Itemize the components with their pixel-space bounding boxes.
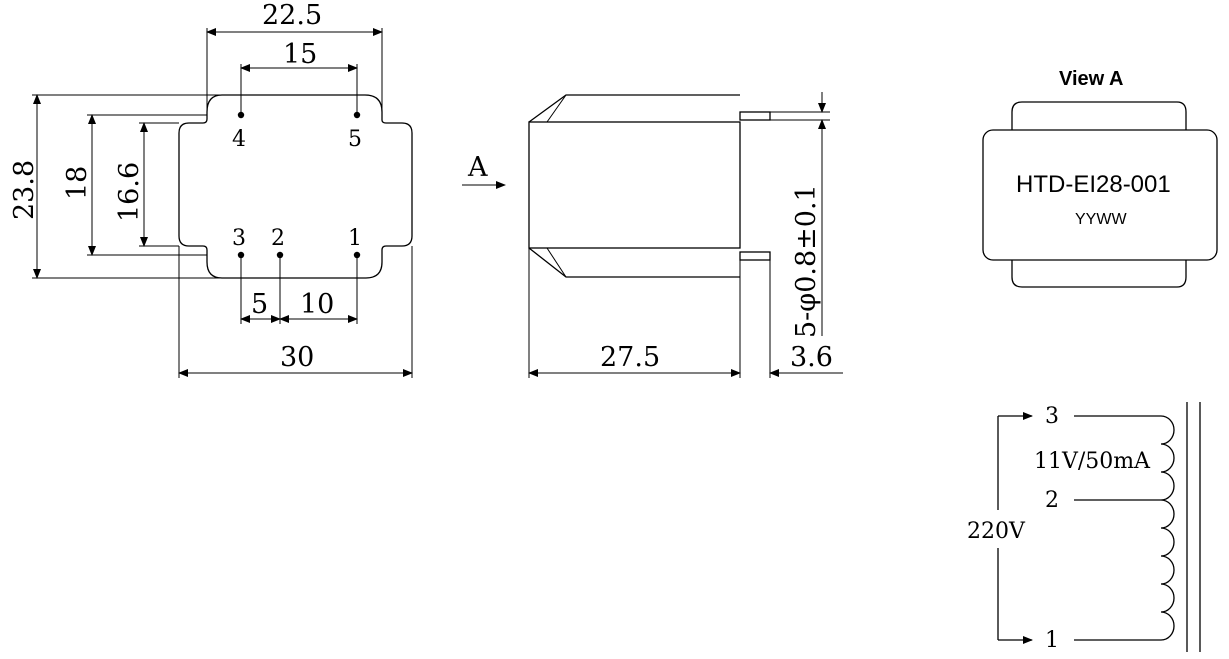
pin-3-label: 3	[232, 226, 246, 251]
dim-height-inner: 18	[62, 166, 93, 200]
side-body	[528, 121, 741, 249]
pin-2-dot	[276, 251, 284, 259]
schematic-pin-3: 3	[1045, 404, 1059, 429]
pin-4-label: 4	[232, 127, 246, 152]
view-a: View A HTD-EI28-001 YYWW	[982, 68, 1218, 288]
view-a-date-code: YYWW	[1075, 211, 1127, 228]
side-bottom-flange	[528, 247, 740, 278]
transformer-winding	[1074, 415, 1175, 641]
front-body-outline	[178, 94, 413, 279]
view-a-body	[982, 129, 1218, 261]
schematic-pin-1: 1	[1045, 628, 1059, 653]
schematic: 3 2 1 11V/50mA 220V	[967, 402, 1201, 653]
pin-2-label: 2	[271, 226, 285, 251]
dim-pin-span-top: 15	[283, 39, 317, 70]
front-view: 4 5 3 2 1 22.5 15 23.8 18 16.6	[9, 0, 413, 378]
primary-voltage: 220V	[967, 519, 1026, 544]
dim-width-body: 30	[280, 342, 314, 373]
schematic-pin-2: 2	[1045, 488, 1059, 513]
side-pin-bottom	[739, 251, 771, 261]
pin-5-dot	[353, 111, 361, 119]
view-arrow-label: A	[467, 152, 488, 183]
dim-pin-spacing-a: 5	[251, 289, 268, 320]
side-top-flange	[528, 94, 740, 123]
pin-3-dot	[237, 251, 245, 259]
dim-pin-spacing-b: 10	[300, 289, 334, 320]
view-a-part-number: HTD-EI28-001	[1016, 171, 1171, 198]
dim-height-outer: 23.8	[9, 160, 40, 220]
pin-1-dot	[353, 251, 361, 259]
dim-pin-row-spacing: 16.6	[114, 162, 145, 222]
dim-body-length: 27.5	[600, 342, 660, 373]
side-pin-top	[739, 111, 771, 121]
dim-width-top: 22.5	[262, 0, 322, 31]
view-a-title: View A	[1059, 68, 1123, 90]
pin-5-label: 5	[348, 127, 362, 152]
pin-4-dot	[237, 111, 245, 119]
dim-pin-diameter: 5-φ0.8±0.1	[791, 184, 822, 338]
secondary-rating: 11V/50mA	[1034, 449, 1151, 474]
view-a-bottom-flange	[1011, 260, 1187, 288]
view-a-top-flange	[1011, 101, 1187, 130]
pin-1-label: 1	[348, 226, 362, 251]
side-view: A 5-φ0.8±0.1 27.5 3.6	[462, 92, 843, 378]
dim-pin-length: 3.6	[790, 342, 833, 373]
